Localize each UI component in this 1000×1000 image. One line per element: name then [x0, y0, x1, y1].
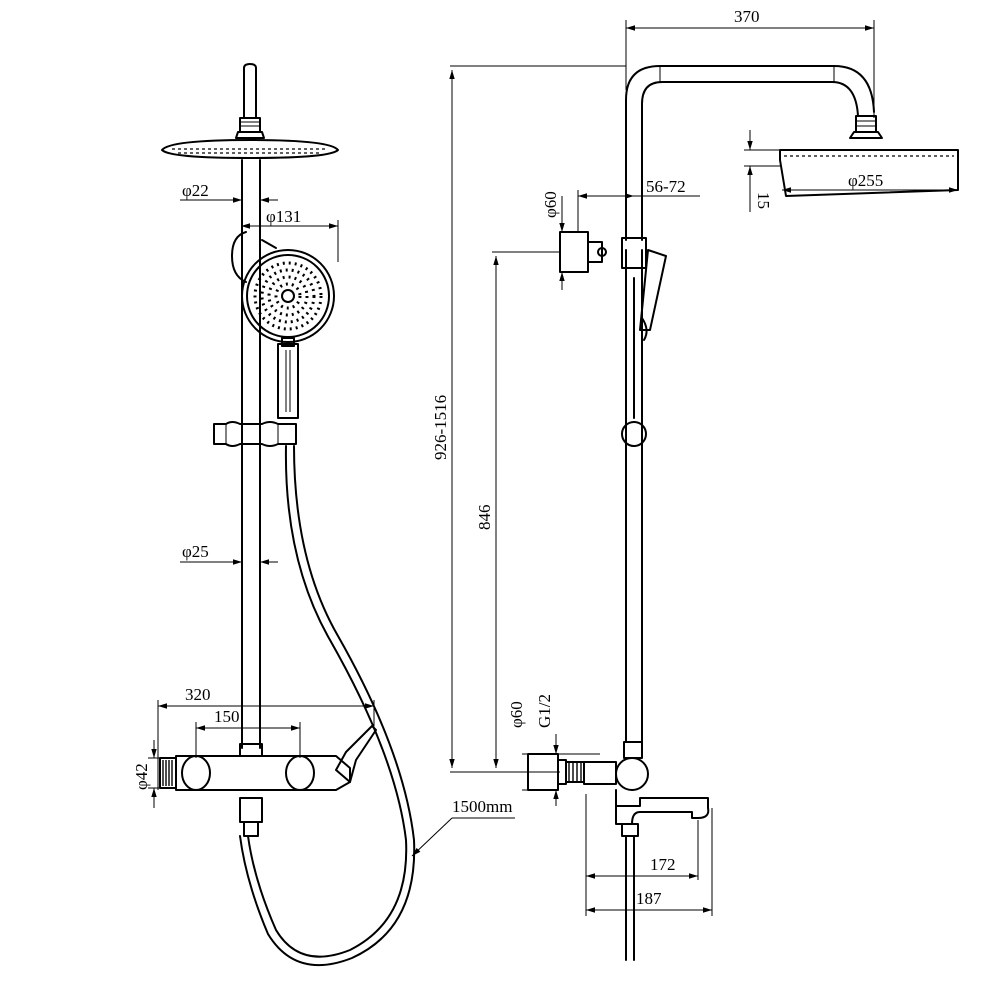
label-bracket-dia: φ60 — [541, 191, 560, 218]
mixer-body — [175, 755, 351, 791]
label-spout-outer: 187 — [636, 889, 662, 908]
hose-nut — [243, 821, 259, 837]
upper-bracket — [559, 231, 589, 273]
label-hose-length: 1500mm — [452, 797, 512, 816]
label-riser-dia: φ25 — [182, 542, 209, 561]
label-spout-inner: 172 — [650, 855, 676, 874]
label-hand-shower-dia: φ131 — [266, 207, 301, 226]
label-inlet-dia: φ42 — [132, 763, 151, 790]
label-overhead-thickness: 15 — [754, 192, 773, 209]
overhead-joint — [235, 131, 265, 139]
shower-arm-inner — [641, 81, 859, 241]
label-bracket-height: 846 — [475, 505, 494, 531]
label-mixer-width: 320 — [185, 685, 211, 704]
mixer-side — [615, 757, 649, 791]
hand-shower-rim — [241, 249, 335, 343]
inlet-left — [159, 757, 177, 789]
hose-outer — [247, 445, 408, 958]
label-height-range: 926-1516 — [431, 395, 450, 460]
front-view: φ22 φ131 φ25 — [132, 63, 515, 967]
hand-shower-side — [639, 249, 667, 331]
label-head-pipe-dia: φ22 — [182, 181, 209, 200]
slide-knob — [621, 421, 647, 447]
hand-shower-handle — [277, 343, 299, 419]
overhead-shower-front — [161, 139, 339, 159]
inlet-cover-right — [285, 755, 315, 791]
mixer-lever — [335, 725, 377, 783]
hand-shower-nozzles — [253, 261, 323, 331]
riser-connector — [239, 743, 263, 757]
overhead-nozzles — [172, 148, 328, 154]
side-view: 370 φ255 15 φ60 — [431, 7, 959, 961]
hose-inner — [239, 445, 416, 967]
overhead-shower-side — [779, 149, 959, 197]
slide-holder — [213, 421, 297, 447]
wall-holder — [231, 231, 247, 283]
overhead-nut — [239, 117, 261, 133]
label-arm-length: 370 — [734, 7, 760, 26]
spout — [615, 789, 710, 825]
label-inlet-thread: G1/2 — [535, 694, 554, 728]
inlet-cover-left — [181, 755, 211, 791]
spout-outlet — [621, 823, 639, 837]
hand-shower-center — [281, 289, 295, 303]
shower-arm-outer — [625, 65, 875, 241]
overhead-pipe — [243, 63, 257, 119]
upper-clamp — [621, 237, 647, 269]
label-overhead-dia: φ255 — [848, 171, 883, 190]
label-bracket-offset: 56-72 — [646, 177, 686, 196]
side-riser-connector — [623, 741, 643, 759]
label-mixer-center: 150 — [214, 707, 240, 726]
hose-outlet — [239, 797, 263, 823]
head-connector — [855, 115, 877, 133]
label-inlet-cover-dia: φ60 — [507, 701, 526, 728]
